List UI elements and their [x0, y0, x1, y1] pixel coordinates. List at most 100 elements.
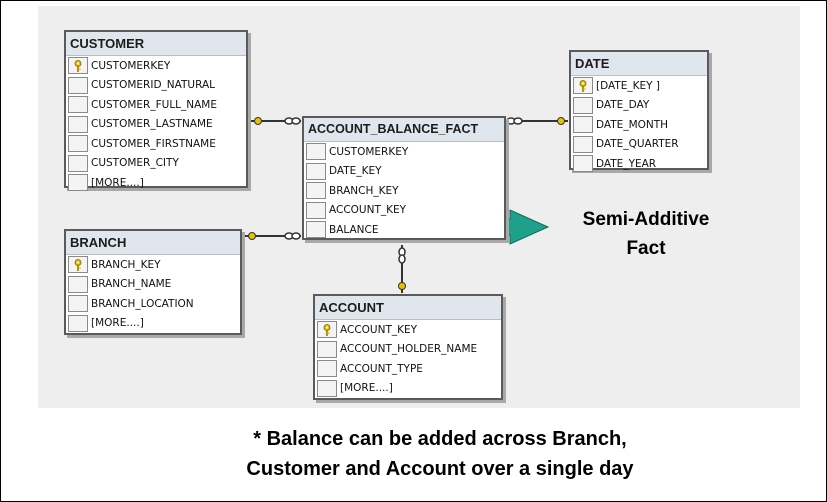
relationship-branch-fact	[243, 232, 301, 240]
column-name: DATE_KEY	[329, 165, 382, 178]
column-name: [DATE_KEY ]	[596, 79, 661, 92]
row-selector	[317, 360, 337, 378]
column-name: BRANCH_LOCATION	[91, 297, 194, 310]
table-column-row[interactable]: CUSTOMERKEY	[304, 142, 504, 162]
date-table[interactable]: DATE [DATE_KEY ] DATE_DAY DATE_MONTH DATE_Q…	[569, 50, 709, 173]
customer-table-title: CUSTOMER	[66, 32, 246, 56]
relationship-fact-account	[398, 245, 406, 293]
callout-line-1: Semi-Additive	[582, 209, 710, 230]
account-table-title: ACCOUNT	[315, 296, 501, 320]
column-name: ACCOUNT_KEY	[329, 204, 407, 217]
row-selector	[306, 182, 326, 200]
column-name: ACCOUNT_TYPE	[340, 362, 423, 375]
column-name: CUSTOMERID_NATURAL	[91, 79, 216, 92]
column-name: DATE_DAY	[596, 99, 650, 112]
row-selector	[68, 76, 88, 94]
date-table-title: DATE	[571, 52, 707, 76]
row-selector	[68, 275, 88, 293]
branch-table[interactable]: BRANCH BRANCH_KEY BRANCH_NAME BRANCH_LOCAT…	[64, 229, 242, 335]
row-selector	[306, 221, 326, 239]
footnote-line-1: * Balance can be added across Branch,	[253, 428, 627, 450]
row-selector	[68, 314, 88, 332]
table-column-row[interactable]: CUSTOMER_CITY	[66, 154, 246, 174]
table-column-row[interactable]: [MORE....]	[66, 173, 246, 193]
row-selector	[573, 96, 593, 114]
column-name: ACCOUNT_HOLDER_NAME	[340, 343, 478, 356]
table-column-row[interactable]: CUSTOMER_LASTNAME	[66, 115, 246, 135]
row-selector	[306, 143, 326, 161]
row-selector	[306, 201, 326, 219]
row-selector	[68, 295, 88, 313]
footnote: * Balance can be added across Branch, Cu…	[190, 424, 690, 484]
table-column-row[interactable]: ACCOUNT_HOLDER_NAME	[315, 340, 501, 360]
table-column-row[interactable]: DATE_YEAR	[571, 154, 707, 174]
column-name: [MORE....]	[91, 317, 144, 330]
column-name: DATE_YEAR	[596, 157, 657, 170]
row-selector	[317, 340, 337, 358]
table-column-row[interactable]: [DATE_KEY ]	[571, 76, 707, 96]
table-column-row[interactable]: BRANCH_KEY	[304, 181, 504, 201]
column-name: BRANCH_KEY	[91, 258, 161, 271]
column-name: BALANCE	[329, 223, 379, 236]
table-column-row[interactable]: [MORE....]	[315, 379, 501, 399]
relationship-customer-fact	[249, 117, 301, 125]
branch-table-title: BRANCH	[66, 231, 240, 255]
relationship-fact-date	[506, 117, 568, 125]
table-column-row[interactable]: CUSTOMER_FULL_NAME	[66, 95, 246, 115]
table-column-row[interactable]: ACCOUNT_TYPE	[315, 359, 501, 379]
column-name: CUSTOMER_LASTNAME	[91, 118, 213, 131]
column-name: BRANCH_NAME	[91, 278, 172, 291]
table-column-row[interactable]: DATE_MONTH	[571, 115, 707, 135]
row-selector	[317, 379, 337, 397]
row-selector	[68, 135, 88, 153]
column-name: DATE_QUARTER	[596, 138, 679, 151]
table-column-row[interactable]: CUSTOMER_FIRSTNAME	[66, 134, 246, 154]
table-column-row[interactable]: ACCOUNT_KEY	[315, 320, 501, 340]
footnote-line-2: Customer and Account over a single day	[246, 458, 634, 480]
row-selector	[68, 256, 88, 274]
row-selector	[317, 321, 337, 339]
column-name: CUSTOMERKEY	[91, 59, 171, 72]
table-column-row[interactable]: DATE_KEY	[304, 162, 504, 182]
account-columns: ACCOUNT_KEY ACCOUNT_HOLDER_NAME ACCOUNT_TY…	[315, 320, 501, 398]
column-name: BRANCH_KEY	[329, 184, 399, 197]
table-column-row[interactable]: DATE_DAY	[571, 96, 707, 116]
row-selector	[573, 135, 593, 153]
column-name: [MORE....]	[91, 176, 144, 189]
date-columns: [DATE_KEY ] DATE_DAY DATE_MONTH DATE_QUARTE…	[571, 76, 707, 174]
row-selector	[573, 155, 593, 173]
row-selector	[68, 57, 88, 75]
row-selector	[573, 116, 593, 134]
table-column-row[interactable]: BALANCE	[304, 220, 504, 240]
column-name: CUSTOMER_FULL_NAME	[91, 98, 218, 111]
primary-key-icon	[322, 323, 332, 336]
callout-line-2: Fact	[626, 238, 666, 259]
table-column-row[interactable]: CUSTOMERID_NATURAL	[66, 76, 246, 96]
column-name: CUSTOMER_CITY	[91, 157, 179, 170]
row-selector	[573, 77, 593, 95]
semi-additive-callout: Semi-Additive Fact	[556, 205, 736, 263]
fact-table-title: ACCOUNT_BALANCE_FACT	[304, 118, 504, 142]
table-column-row[interactable]: BRANCH_LOCATION	[66, 294, 240, 314]
row-selector	[68, 174, 88, 192]
customer-table[interactable]: CUSTOMER CUSTOMERKEY CUSTOMERID_NATURAL CU…	[64, 30, 248, 192]
primary-key-icon	[578, 79, 588, 92]
branch-columns: BRANCH_KEY BRANCH_NAME BRANCH_LOCATION [MOR…	[66, 255, 240, 333]
table-column-row[interactable]: BRANCH_NAME	[66, 275, 240, 295]
column-name: [MORE....]	[340, 382, 393, 395]
row-selector	[68, 154, 88, 172]
table-column-row[interactable]: ACCOUNT_KEY	[304, 201, 504, 221]
table-column-row[interactable]: DATE_QUARTER	[571, 135, 707, 155]
row-selector	[68, 115, 88, 133]
column-name: ACCOUNT_KEY	[340, 323, 418, 336]
table-column-row[interactable]: [MORE....]	[66, 314, 240, 334]
primary-key-icon	[73, 258, 83, 271]
fact-columns: CUSTOMERKEY DATE_KEY BRANCH_KEY ACCOUNT_KEY…	[304, 142, 504, 240]
column-name: CUSTOMER_FIRSTNAME	[91, 137, 216, 150]
table-column-row[interactable]: BRANCH_KEY	[66, 255, 240, 275]
column-name: CUSTOMERKEY	[329, 145, 409, 158]
account-balance-fact-table[interactable]: ACCOUNT_BALANCE_FACT CUSTOMERKEY DATE_KEY…	[302, 116, 506, 240]
table-column-row[interactable]: CUSTOMERKEY	[66, 56, 246, 76]
column-name: DATE_MONTH	[596, 118, 669, 131]
